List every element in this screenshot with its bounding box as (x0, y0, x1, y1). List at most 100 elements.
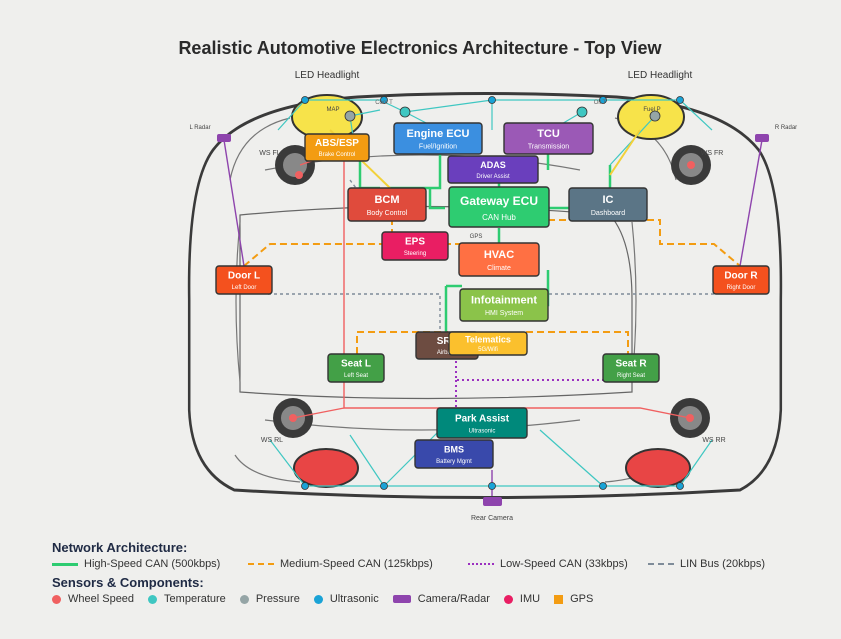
telematics-ecu: Telematics 5G/Wifi (448, 331, 528, 356)
radar-left (217, 134, 231, 142)
architecture-diagram: LED Headlight LED Headlight MAP Fuel P C… (187, 70, 797, 522)
hvac-sub: Climate (487, 265, 511, 272)
tcu-sub: Transmission (528, 143, 569, 150)
l-radar-label: L Radar (189, 125, 210, 131)
legend-sensor-label: Ultrasonic (329, 593, 379, 605)
ws-rr-label: WS RR (702, 437, 725, 444)
legend-sensor-item: Pressure (239, 593, 300, 605)
legend-line-swatch (468, 563, 494, 565)
ic-sub: Dashboard (591, 210, 625, 217)
rear-camera (483, 497, 502, 506)
door-l-name: Door L (228, 271, 260, 282)
temperature-icon (148, 594, 158, 604)
door-r-ecu: Door R Right Door (712, 265, 770, 295)
legend-sensor-label: Temperature (164, 593, 226, 605)
page-title: Realistic Automotive Electronics Archite… (178, 38, 662, 58)
ultrasonic-dot (599, 96, 607, 104)
legend-line-swatch (248, 563, 274, 565)
legend-network-item: LIN Bus (20kbps) (648, 558, 768, 570)
ultrasonic-dot (599, 482, 607, 490)
ultrasonic-dot (488, 96, 496, 104)
radar-right (755, 134, 769, 142)
legend-network-row: High-Speed CAN (500kbps) Medium-Speed CAN… (52, 555, 812, 573)
temperature-dot (399, 106, 411, 118)
bms-sub: Battery Mgmt (436, 459, 472, 465)
legend-sensor-item: Ultrasonic (313, 593, 379, 605)
infotainment-name: Infotainment (471, 294, 537, 306)
telematics-name: Telematics (465, 334, 511, 344)
door-l-ecu: Door L Left Door (215, 265, 273, 295)
telematics-sub: 5G/Wifi (478, 347, 498, 353)
seat-l-box (327, 353, 385, 383)
legend-sensor-row: Wheel Speed Temperature Pressure Ultrasonic… (52, 590, 812, 608)
door-r-name: Door R (724, 271, 758, 282)
legend-network-label: High-Speed CAN (500kbps) (84, 558, 221, 570)
legend-sensor-item: GPS (554, 593, 593, 605)
adas-sub: Driver Assist (476, 174, 510, 180)
eps-box (381, 231, 449, 261)
srs-name: SRS (437, 336, 458, 347)
led-headlight-right-label: LED Headlight (628, 70, 693, 81)
bcm-box (347, 187, 427, 222)
gps-label: GPS (470, 234, 483, 240)
pressure-dot (344, 110, 356, 122)
legend: Network Architecture: High-Speed CAN (50… (52, 540, 812, 608)
srs-sub: Airbags (437, 350, 457, 356)
map-label: MAP (326, 107, 339, 113)
ultrasonic-dot (488, 482, 496, 490)
legend-network-label: Low-Speed CAN (33kbps) (500, 558, 628, 570)
legend-network-title: Network Architecture: (52, 540, 188, 555)
legend-sensor-item: Wheel Speed (52, 593, 134, 605)
tcu-name: TCU (537, 128, 560, 140)
park-box (436, 407, 528, 439)
legend-line-swatch (648, 563, 674, 565)
ultrasonic-dot (301, 96, 309, 104)
infotainment-sub: HMI System (485, 310, 523, 317)
pressure-dot (649, 110, 661, 122)
ws-fl-label: WS FL (259, 150, 280, 157)
tcu-box (503, 122, 594, 155)
wheel-speed-icon (52, 594, 61, 604)
engine-name: Engine ECU (407, 128, 470, 140)
ultrasonic-dot (676, 96, 684, 104)
bcm-sub: Body Control (367, 210, 408, 217)
imu-icon (503, 594, 513, 604)
wheel-fr (671, 145, 711, 185)
legend-network-label: LIN Bus (20kbps) (680, 558, 765, 570)
legend-sensors-title: Sensors & Components: (52, 575, 204, 590)
bms-name: BMS (444, 445, 464, 455)
bms-box (414, 439, 494, 469)
seat-r-box (602, 353, 660, 383)
door-l-box (215, 265, 273, 295)
door-l-sub: Left Door (232, 285, 257, 291)
camera-radar-icon (392, 595, 411, 603)
legend-sensor-label: Pressure (255, 593, 300, 605)
gateway-box (448, 186, 550, 228)
legend-network-item: Medium-Speed CAN (125kbps) (248, 558, 458, 570)
ultrasonic-dot (676, 482, 684, 490)
r-radar-label: R Radar (775, 125, 797, 131)
door-r-box (712, 265, 770, 295)
temperature-dot (576, 106, 588, 118)
legend-sensor-label: Wheel Speed (68, 593, 135, 605)
eps-name: EPS (405, 237, 425, 248)
oil-label: Oil T (594, 100, 607, 106)
small-labels: LED Headlight LED Headlight MAP Fuel P C… (189, 70, 797, 522)
gps-icon (554, 594, 564, 604)
ic-name: IC (603, 194, 614, 206)
legend-sensor-item: Temperature (148, 593, 226, 605)
abs-sub: Brake Control (319, 152, 356, 158)
adas-box (447, 155, 539, 184)
door-r-sub: Right Door (727, 285, 756, 291)
park-name: Park Assist (455, 414, 510, 425)
taillight-right (625, 448, 691, 488)
ultrasonic-dot (301, 482, 309, 490)
